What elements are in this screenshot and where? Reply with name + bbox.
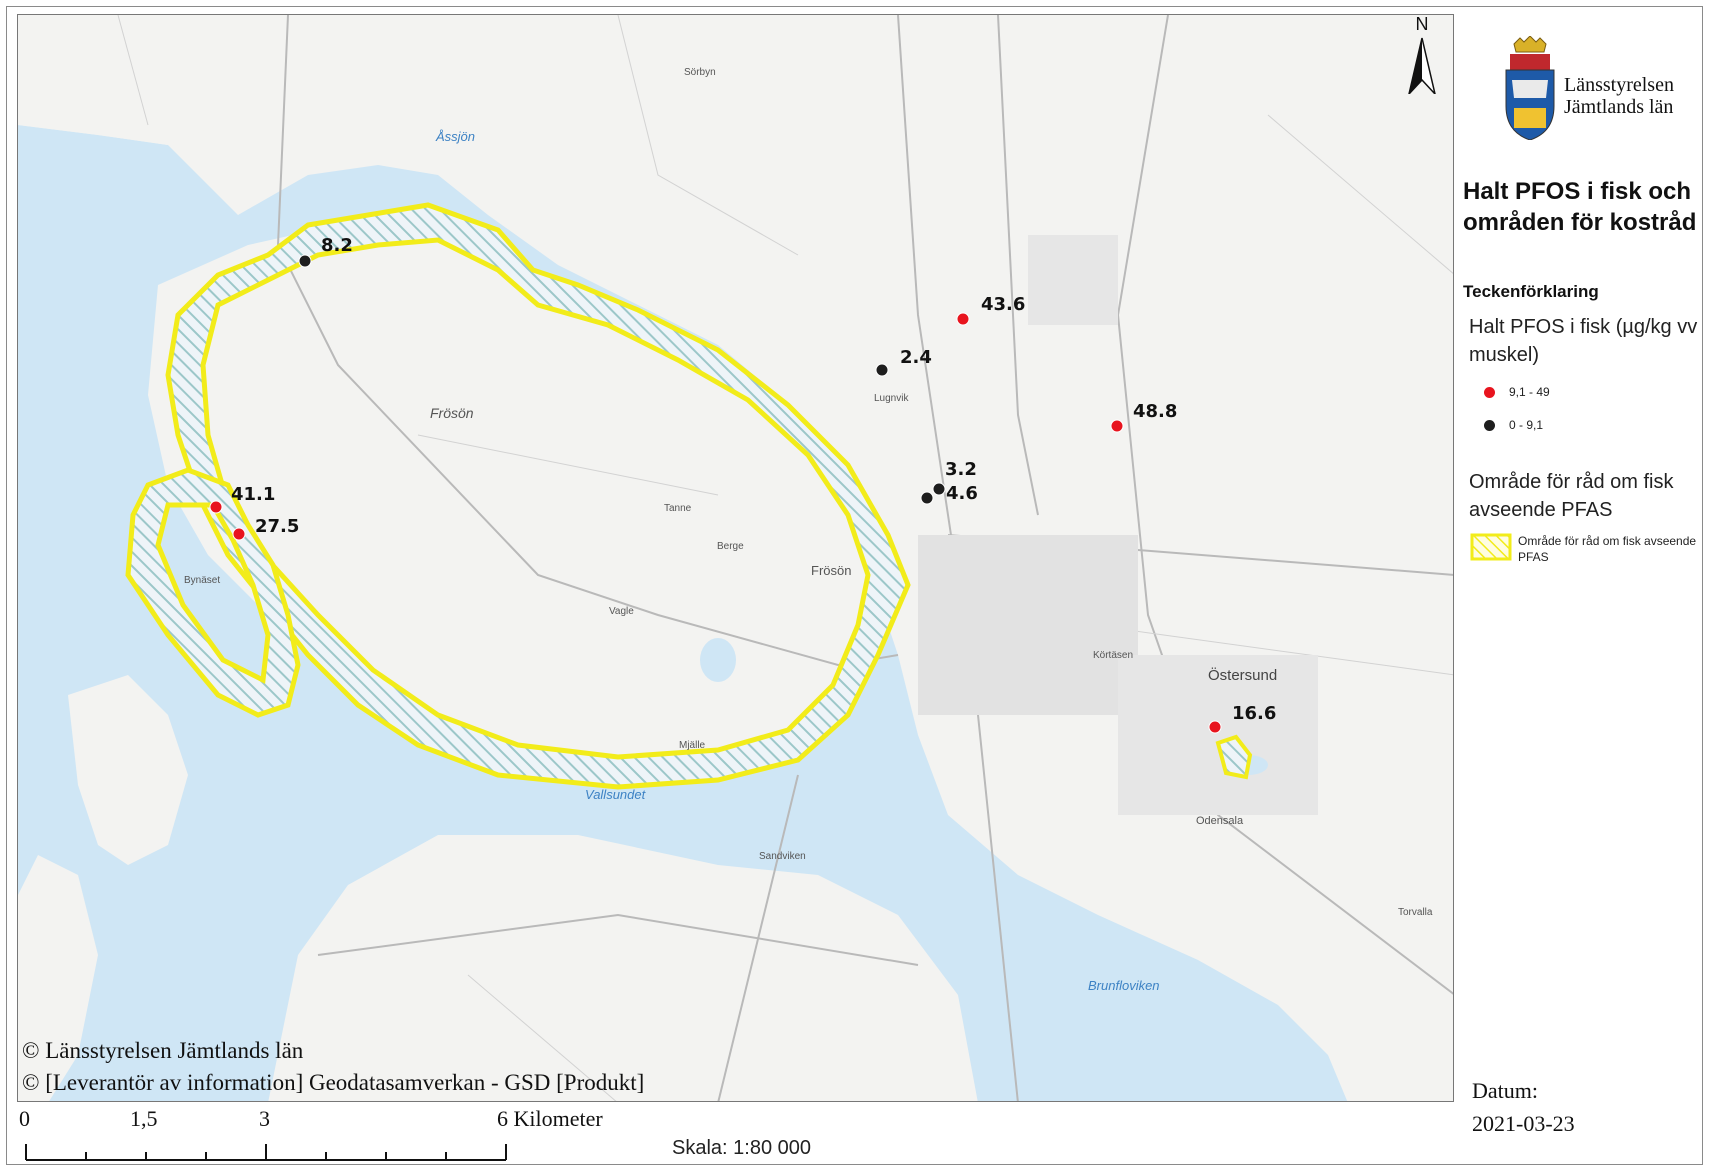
sample-point[interactable] (232, 527, 246, 541)
coat-of-arms-logo (1505, 36, 1555, 140)
place-name: Körtäsen (1093, 650, 1134, 661)
map-svg (18, 15, 1453, 1101)
place-name: Mjälle (679, 740, 706, 751)
point-label: 41.1 (231, 484, 276, 505)
logo-text: Länsstyrelsen Jämtlands län (1564, 74, 1674, 118)
copyright-line: © [Leverantör av information] Geodatasam… (22, 1070, 645, 1095)
sample-point[interactable] (209, 500, 223, 514)
north-arrow-icon: N (1402, 14, 1442, 94)
place-name: Berge (717, 541, 744, 552)
place-name: Lugnvik (874, 393, 909, 404)
legend-section-title: Halt PFOS i fisk (µg/kg vv muskel) (1469, 316, 1698, 366)
logo-line: Länsstyrelsen (1564, 74, 1674, 96)
red-dot-icon (1484, 387, 1495, 399)
place-name: Frösön (430, 405, 474, 421)
copyright-line: © Länsstyrelsen Jämtlands län (22, 1038, 304, 1063)
map-canvas[interactable]: 8.2 43.6 2.4 48.8 3.2 4.6 41.1 27.5 16.6… (17, 14, 1454, 1102)
water-name: Åssjön (436, 129, 476, 144)
water-name: Vallsundet (585, 787, 646, 802)
legend-item-label: 0 - 9,1 (1509, 418, 1544, 432)
pfas-area-ostersund[interactable] (1215, 734, 1253, 780)
scale-tick-label: 0 (19, 1106, 30, 1131)
place-name: Odensala (1196, 815, 1244, 827)
scale-tick-label: 3 (259, 1106, 270, 1131)
sample-point[interactable] (298, 254, 312, 268)
point-label: 16.6 (1232, 703, 1277, 724)
point-label: 3.2 (945, 459, 977, 480)
north-label: N (1415, 14, 1429, 34)
point-label: 48.8 (1133, 401, 1178, 422)
point-label: 2.4 (900, 347, 932, 368)
scale-tick-label: 1,5 (130, 1106, 158, 1131)
legend-item: 0 - 9,1 (1484, 418, 1543, 434)
place-name: Sandviken (759, 851, 806, 862)
scale-text: Skala: 1:80 000 (672, 1137, 811, 1159)
legend-title: Halt PFOS i fisk och områden för kostråd (1463, 178, 1697, 236)
scale-tick-label: 6 Kilometer (497, 1106, 603, 1131)
water-name: Brunfloviken (1088, 978, 1160, 993)
place-name: Frösön (811, 563, 852, 578)
sample-points (209, 254, 1222, 734)
legend-heading: Teckenförklaring (1463, 282, 1599, 301)
map-frame (6, 6, 1703, 1165)
date-value: 2021-03-23 (1472, 1111, 1575, 1136)
place-name: Östersund (1208, 667, 1278, 684)
legend-item: 9,1 - 49 (1484, 385, 1550, 401)
black-dot-icon (1484, 420, 1495, 432)
pfas-area-froson[interactable] (165, 202, 911, 790)
sample-point[interactable] (956, 312, 970, 326)
place-name: Sörbyn (684, 67, 716, 78)
place-name: Torvalla (1398, 907, 1433, 918)
sample-point[interactable] (1208, 720, 1222, 734)
pfas-area-bynaset[interactable] (125, 467, 301, 718)
place-name: Tanne (664, 503, 692, 514)
place-name: Bynäset (184, 575, 221, 586)
place-name: Vagle (609, 606, 634, 617)
date-label: Datum: (1472, 1078, 1538, 1103)
sample-point[interactable] (932, 482, 946, 496)
legend-area-label: Område för råd om fisk avseende PFAS (1518, 534, 1697, 564)
hatched-area-icon (1470, 533, 1512, 561)
point-label: 27.5 (255, 516, 300, 537)
point-label: 43.6 (981, 294, 1026, 315)
point-label: 8.2 (321, 235, 353, 256)
sample-point[interactable] (875, 363, 889, 377)
point-label: 4.6 (946, 483, 978, 504)
logo-line: Jämtlands län (1564, 96, 1674, 118)
scale-bar (25, 1144, 507, 1161)
legend-item-label: 9,1 - 49 (1509, 385, 1550, 399)
sample-point[interactable] (1110, 419, 1124, 433)
land-south (268, 835, 978, 1101)
sample-point[interactable] (920, 491, 934, 505)
legend-section-title: Område för råd om fisk avseende PFAS (1469, 471, 1674, 521)
